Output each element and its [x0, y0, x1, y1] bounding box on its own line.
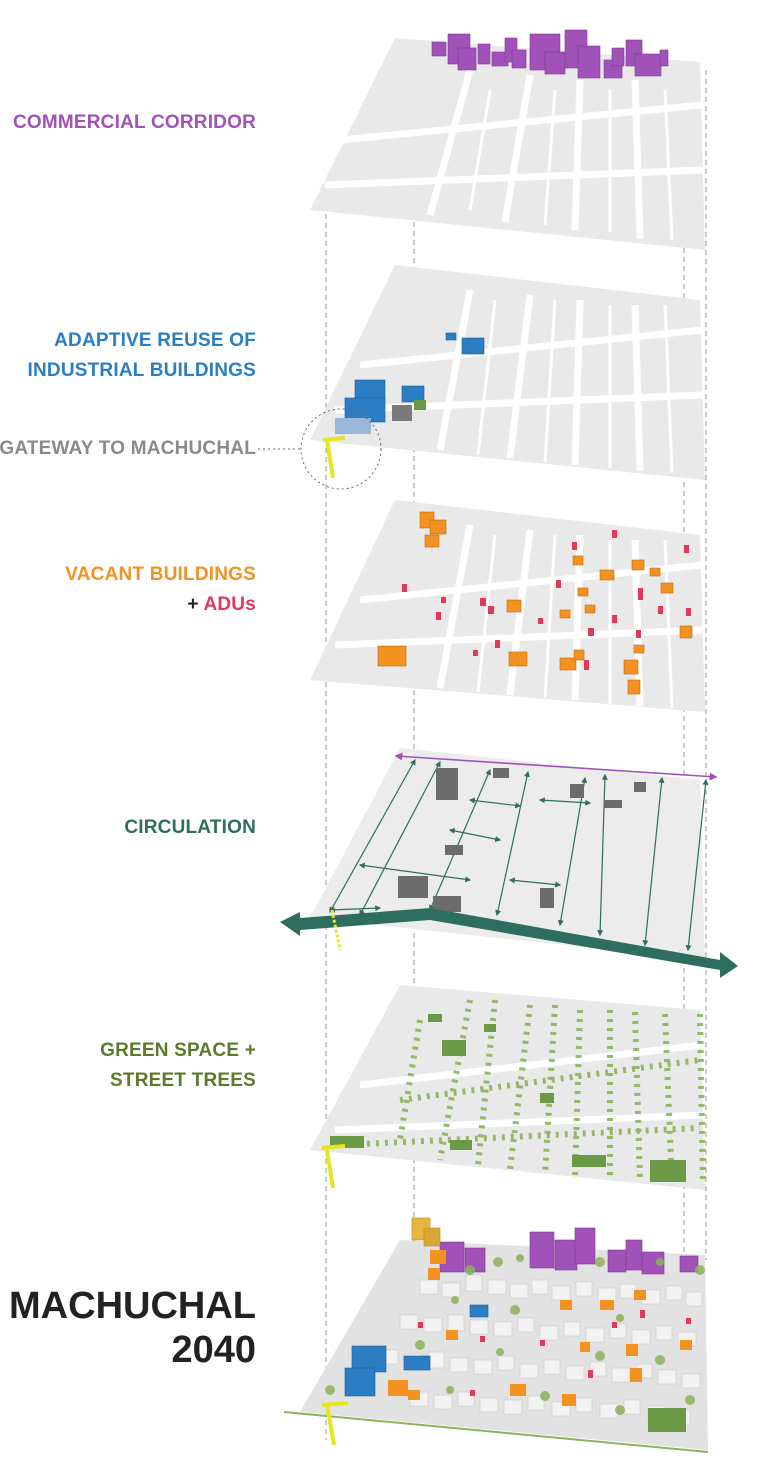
layer-composite [284, 1218, 708, 1452]
label-gateway: GATEWAY TO MACHUCHAL [0, 434, 256, 464]
label-green-space-line1: GREEN SPACE + [100, 1036, 256, 1066]
title-line1: MACHUCHAL [9, 1284, 256, 1328]
dashed-guides [326, 60, 706, 1440]
title-line2: 2040 [171, 1328, 256, 1372]
label-adaptive-reuse-line2: INDUSTRIAL BUILDINGS [28, 356, 256, 386]
label-plus: + [187, 594, 203, 615]
label-circulation: CIRCULATION [124, 813, 256, 843]
label-adus-line: + ADUs [187, 590, 256, 620]
label-vacant-buildings: VACANT BUILDINGS [65, 560, 256, 590]
layer-green [310, 985, 705, 1190]
layer-circulation [280, 748, 738, 978]
label-commercial-corridor: COMMERCIAL CORRIDOR [13, 108, 256, 138]
label-adaptive-reuse-line1: ADAPTIVE REUSE OF [54, 326, 256, 356]
layer-adaptive [258, 265, 705, 489]
label-green-space-line2: STREET TREES [110, 1066, 256, 1096]
layer-vacant [310, 500, 705, 712]
composite-commercial [440, 1228, 698, 1274]
label-adus: ADUs [203, 594, 256, 615]
layer-commercial [310, 30, 705, 250]
